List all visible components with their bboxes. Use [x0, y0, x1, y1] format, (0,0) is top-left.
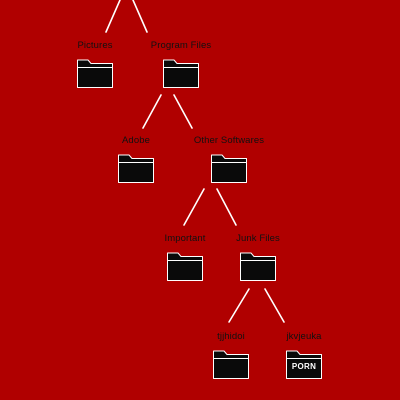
node-tjjhidoi[interactable]: tjjhidoi — [186, 331, 276, 380]
node-label-important: Important — [164, 233, 206, 244]
node-label-pictures: Pictures — [77, 40, 113, 51]
node-pictures[interactable]: Pictures — [50, 40, 140, 89]
folder-icon — [162, 55, 200, 89]
folder-icon — [76, 55, 114, 89]
node-junk-files[interactable]: Junk Files — [213, 233, 303, 282]
connector-junk-files-tjjhidoi — [228, 288, 250, 323]
connector-other-softwares-important — [183, 188, 205, 226]
node-label-program-files: Program Files — [150, 40, 212, 51]
node-label-adobe: Adobe — [122, 135, 150, 146]
node-program-files[interactable]: Program Files — [136, 40, 226, 89]
node-label-junk-files: Junk Files — [236, 233, 280, 244]
folder-icon — [212, 346, 250, 380]
folder-icon — [210, 150, 248, 184]
node-important[interactable]: Important — [140, 233, 230, 282]
node-label-jkvjeuka: jkvjeuka — [286, 331, 322, 342]
connector-program-files-other-softwares — [173, 94, 193, 129]
connector-top-program-files — [132, 0, 148, 33]
connector-top-pictures — [105, 0, 121, 33]
folder-icon — [166, 248, 204, 282]
connector-junk-files-jkvjeuka — [264, 288, 285, 323]
connector-other-softwares-junk-files — [216, 188, 237, 226]
node-other-softwares[interactable]: Other Softwares — [184, 135, 274, 184]
node-jkvjeuka[interactable]: jkvjeuka PORN — [259, 331, 349, 380]
node-label-other-softwares: Other Softwares — [193, 135, 265, 146]
folder-icon — [239, 248, 277, 282]
connector-program-files-adobe — [142, 94, 162, 129]
node-label-tjjhidoi: tjjhidoi — [217, 331, 245, 342]
folder-icon — [117, 150, 155, 184]
node-adobe[interactable]: Adobe — [91, 135, 181, 184]
folder-icon: PORN — [285, 346, 323, 380]
folder-badge-text: PORN — [291, 362, 317, 371]
